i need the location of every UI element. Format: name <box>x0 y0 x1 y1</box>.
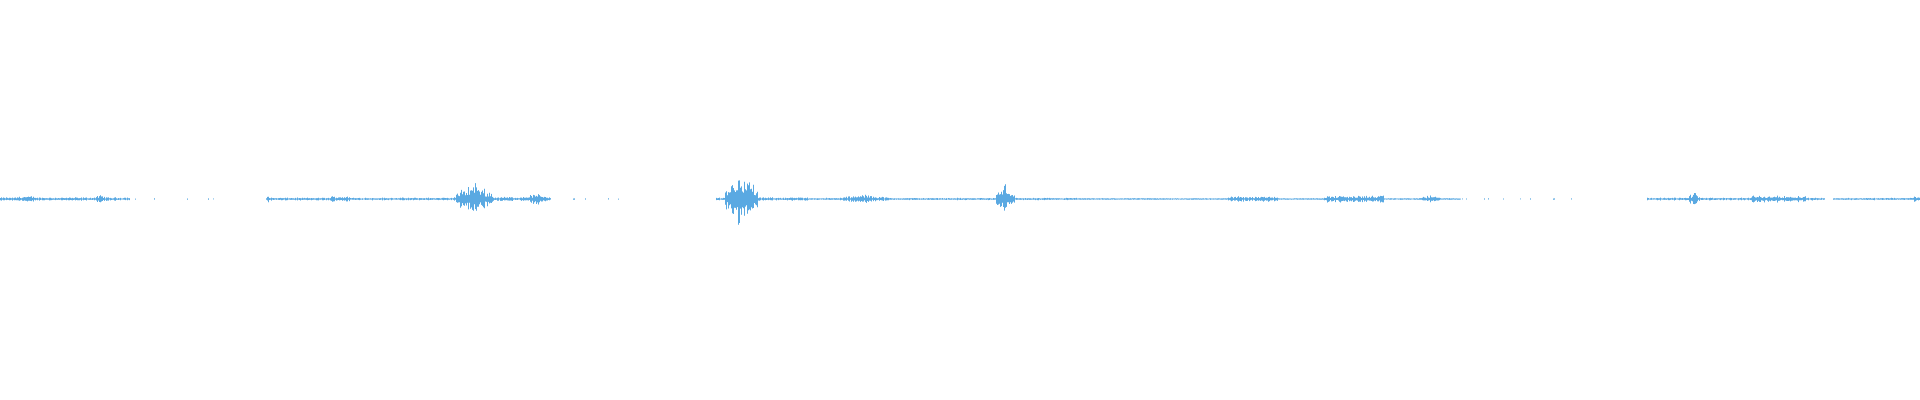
waveform-bars <box>0 180 1920 225</box>
